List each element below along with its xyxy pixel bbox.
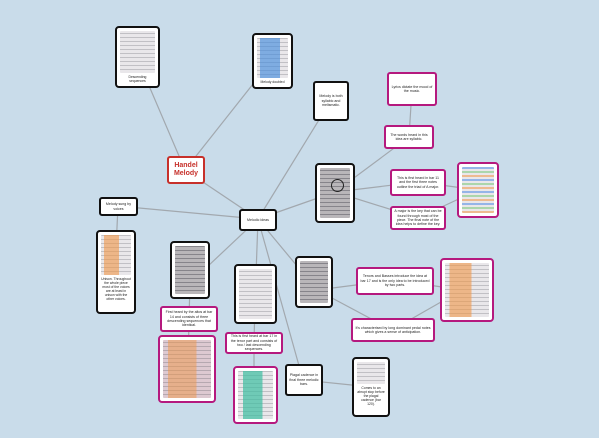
- link-melodic-both: [257, 101, 331, 220]
- node-label: Melody is both syllabic and melismatic.: [319, 94, 343, 108]
- card-caption: Unison. Throughout the whole piece most …: [101, 277, 131, 301]
- score-thumbnail: [239, 269, 272, 319]
- card-photo-bottom-middle[interactable]: [233, 366, 278, 424]
- node-characterised[interactable]: It's characterised by long dominant peda…: [351, 318, 435, 342]
- node-label: Plagal cadence in final three melodic ba…: [289, 373, 319, 387]
- circle-mark: [331, 179, 344, 192]
- card-abrupt-stop[interactable]: Comes to an abrupt stop before the plaga…: [352, 357, 390, 417]
- score-thumbnail: [320, 168, 350, 218]
- node-label: Melodic ideas: [247, 217, 269, 222]
- node-label: This is first heard at bar 17 in the ten…: [230, 334, 278, 352]
- node-label: First heard by the altos at bar 14 and c…: [165, 310, 213, 328]
- score-thumbnail: [238, 371, 273, 419]
- card-caption: Descending sequences: [128, 75, 147, 83]
- card-tenor-score[interactable]: [234, 264, 277, 324]
- node-melodic-ideas[interactable]: Melodic ideas: [239, 209, 277, 231]
- score-thumbnail: [357, 362, 385, 384]
- score-thumbnail: [175, 246, 205, 294]
- node-first-heard-alto[interactable]: First heard by the altos at bar 14 and c…: [160, 306, 218, 332]
- score-thumbnail: [462, 167, 494, 213]
- card-score-circled[interactable]: [315, 163, 355, 223]
- card-caption: Melody doubled: [260, 80, 285, 84]
- node-first-heard-bar[interactable]: This is first heard in bar 11 and the fi…: [390, 169, 446, 196]
- card-caption: Comes to an abrupt stop before the plaga…: [357, 386, 385, 406]
- score-thumbnail: [445, 263, 489, 317]
- node-label: Melody sung by voices: [105, 202, 132, 211]
- card-colored-score[interactable]: [457, 162, 499, 218]
- node-melody-sung-by-voices[interactable]: Melody sung by voices: [99, 197, 138, 216]
- node-label: A major is the key that can be found thr…: [394, 209, 442, 227]
- node-words-heard[interactable]: The words heard in this idea are syllabi…: [384, 125, 434, 149]
- node-label: Lyrics dictate the mood of the music.: [391, 84, 433, 93]
- node-label: The words heard in this idea are syllabi…: [390, 132, 428, 141]
- card-unison[interactable]: Unison. Throughout the whole piece most …: [96, 230, 136, 314]
- card-score-photo-large[interactable]: [440, 258, 494, 322]
- node-tenor-part[interactable]: This is first heard at bar 17 in the ten…: [225, 332, 283, 354]
- link-melodic-voices: [117, 205, 259, 220]
- node-plagal-cadence[interactable]: Plagal cadence in final three melodic ba…: [285, 364, 323, 396]
- node-label: This is first heard in bar 11 and the fi…: [396, 175, 440, 189]
- node-label: It's characterised by long dominant peda…: [355, 325, 431, 334]
- node-tenors-basses[interactable]: Tenors and Basses introduce the idea at …: [356, 267, 434, 295]
- central-topic-label: Handel Melody: [173, 162, 199, 177]
- score-thumbnail: [163, 340, 211, 398]
- link-melodic-plagal: [257, 218, 304, 381]
- score-thumbnail: [300, 261, 328, 303]
- node-a-major[interactable]: A major is the key that can be found thr…: [390, 206, 446, 230]
- card-descending-sequences[interactable]: Descending sequences: [115, 26, 160, 88]
- node-lyrics-dictate[interactable]: Lyrics dictate the mood of the music.: [387, 72, 437, 106]
- score-thumbnail: [120, 31, 155, 73]
- central-topic[interactable]: Handel Melody: [167, 156, 205, 184]
- card-photo-bottom-left[interactable]: [158, 335, 216, 403]
- node-melody-both[interactable]: Melody is both syllabic and melismatic.: [313, 81, 349, 121]
- node-label: Tenors and Basses introduce the idea at …: [360, 274, 430, 288]
- card-melody-doubled[interactable]: Melody doubled: [252, 33, 293, 89]
- card-alto-score[interactable]: [170, 241, 210, 299]
- score-thumbnail: [101, 235, 131, 275]
- score-thumbnail: [257, 38, 288, 78]
- card-right-score[interactable]: [295, 256, 333, 308]
